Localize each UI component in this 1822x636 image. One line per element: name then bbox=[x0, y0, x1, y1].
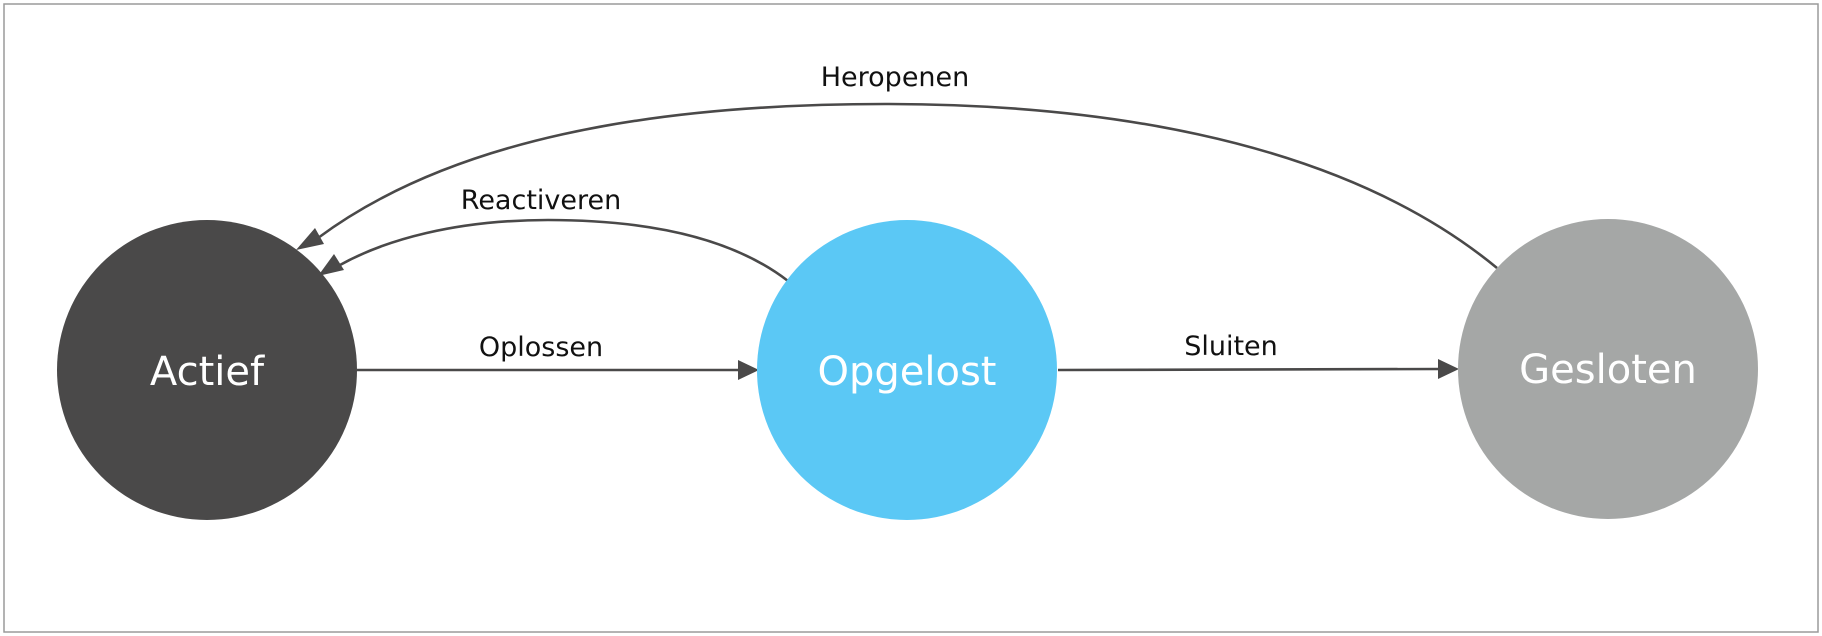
transition-sluiten-line bbox=[1057, 367, 1442, 372]
transition-oplossen-arrowhead bbox=[738, 360, 759, 380]
transition-sluiten-arrowhead bbox=[1438, 359, 1459, 379]
transition-heropenen-label: Heropenen bbox=[821, 62, 970, 93]
transition-reactiveren: Reactiveren bbox=[318, 185, 789, 283]
transition-oplossen-label: Oplossen bbox=[479, 332, 603, 363]
transition-reactiveren-line bbox=[339, 218, 789, 283]
transition-heropenen: Heropenen bbox=[296, 62, 1498, 270]
state-actief-label: Actief bbox=[150, 349, 265, 395]
state-actief-circle bbox=[57, 220, 357, 520]
transition-sluiten-label: Sluiten bbox=[1184, 331, 1278, 362]
state-opgelost-circle bbox=[757, 220, 1057, 520]
state-opgelost: Opgelost bbox=[757, 220, 1057, 520]
state-gesloten-circle bbox=[1458, 219, 1758, 519]
transition-reactiveren-arrowhead bbox=[318, 254, 344, 276]
state-opgelost-label: Opgelost bbox=[818, 349, 997, 395]
transition-sluiten: Sluiten bbox=[1057, 331, 1459, 379]
state-actief: Actief bbox=[57, 220, 357, 520]
transition-reactiveren-label: Reactiveren bbox=[461, 185, 621, 216]
transition-heropenen-arrowhead bbox=[296, 228, 324, 250]
state-gesloten: Gesloten bbox=[1458, 219, 1758, 519]
transition-oplossen: Oplossen bbox=[357, 332, 759, 380]
state-gesloten-label: Gesloten bbox=[1519, 347, 1697, 393]
transition-heropenen-line bbox=[317, 102, 1498, 270]
